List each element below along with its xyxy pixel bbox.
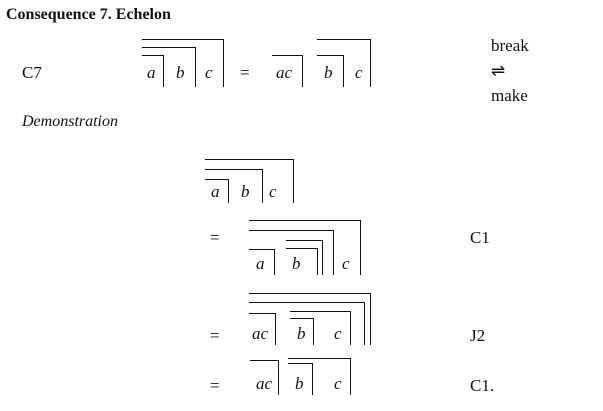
equals-sign: = xyxy=(240,63,250,82)
variable: c xyxy=(342,254,350,273)
variable: a xyxy=(256,254,265,273)
step-reason: J2 xyxy=(470,326,486,345)
variable: c xyxy=(334,324,342,343)
cross-mark xyxy=(272,55,303,87)
cross-mark xyxy=(249,249,275,275)
equals-sign: = xyxy=(210,228,220,247)
variable: ac xyxy=(252,324,269,343)
variable: b xyxy=(297,324,306,343)
cross-mark xyxy=(288,363,313,395)
cross-mark xyxy=(317,39,371,87)
break-make-arrow-icon: ⇌ xyxy=(491,61,506,80)
variable: c xyxy=(269,182,277,201)
demonstration-title: Demonstration xyxy=(22,113,118,130)
cross-mark xyxy=(286,248,318,275)
cross-mark xyxy=(290,311,351,345)
variable: c xyxy=(205,63,213,82)
cross-mark xyxy=(142,47,196,87)
step-reason: C1. xyxy=(470,376,495,395)
cross-mark xyxy=(288,358,351,395)
section-heading: Consequence 7. Echelon xyxy=(6,6,171,23)
variable: b xyxy=(295,374,304,393)
annotation-make: make xyxy=(491,86,528,105)
variable: b xyxy=(241,182,250,201)
step-reason: C1 xyxy=(470,228,490,247)
variable: b xyxy=(324,63,333,82)
cross-mark xyxy=(142,39,224,87)
cross-mark xyxy=(249,293,371,345)
variable: ac xyxy=(276,63,293,82)
annotation-break: break xyxy=(491,36,529,55)
equals-sign: = xyxy=(210,376,220,395)
cross-mark xyxy=(249,302,365,345)
variable: a xyxy=(147,63,156,82)
equation-label: C7 xyxy=(22,63,42,82)
cross-mark xyxy=(249,230,334,275)
variable: a xyxy=(211,182,220,201)
variable: c xyxy=(334,374,342,393)
cross-mark xyxy=(205,159,294,203)
variable: b xyxy=(292,254,301,273)
cross-mark xyxy=(286,240,323,275)
variable: c xyxy=(355,63,363,82)
cross-mark xyxy=(290,318,314,345)
cross-mark xyxy=(250,360,279,395)
cross-mark xyxy=(317,55,344,87)
cross-mark xyxy=(205,179,229,203)
cross-mark xyxy=(205,169,263,203)
cross-mark xyxy=(142,55,164,87)
cross-mark xyxy=(249,313,276,345)
equals-sign: = xyxy=(210,326,220,345)
variable: b xyxy=(176,63,185,82)
cross-mark xyxy=(249,220,361,275)
variable: ac xyxy=(256,374,273,393)
